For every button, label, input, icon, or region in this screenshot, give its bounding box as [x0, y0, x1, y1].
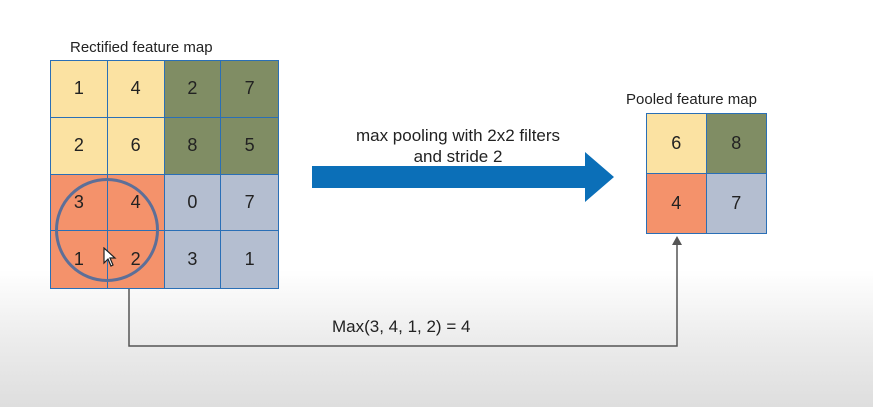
rectified-cell-0-0: 1 [51, 61, 108, 118]
arrow-label-line-1: max pooling with 2x2 filters [355, 126, 561, 145]
pooled-cell-0-1: 8 [706, 114, 766, 174]
arrow-label-line-2: and stride 2 [413, 147, 503, 166]
rectified-cell-1-1: 6 [107, 117, 165, 175]
rectified-cell-1-3: 5 [221, 117, 278, 175]
rectified-cell-1-0: 2 [51, 117, 108, 175]
pooling-arrow [312, 152, 614, 202]
rectified-cell-3-2: 3 [164, 231, 222, 288]
rectified-cell-0-1: 4 [107, 61, 165, 118]
pooled-cell-1-0: 4 [647, 173, 707, 233]
rectified-cell-1-2: 8 [164, 117, 222, 175]
pooled-cell-1-1: 7 [706, 173, 766, 233]
rectified-cell-2-1: 4 [107, 174, 165, 232]
pooled-map-title: Pooled feature map [626, 91, 757, 108]
connector-arrowhead [672, 236, 682, 245]
rectified-cell-2-0: 3 [51, 174, 108, 232]
rectified-cell-0-2: 2 [164, 61, 222, 118]
rectified-cell-0-3: 7 [221, 61, 278, 118]
pooled-cell-0-0: 6 [647, 114, 707, 174]
max-label: Max(3, 4, 1, 2) = 4 [332, 317, 471, 336]
rectified-cell-3-0: 1 [51, 231, 108, 288]
mouse-cursor-icon [103, 247, 117, 267]
rectified-cell-2-3: 7 [221, 174, 278, 232]
rectified-cell-2-2: 0 [164, 174, 222, 232]
rectified-cell-3-1: 2 [107, 231, 165, 288]
connector-line [128, 244, 678, 347]
rectified-cell-3-3: 1 [221, 231, 278, 288]
arrow-label: max pooling with 2x2 filters and stride … [318, 125, 598, 167]
rectified-map-title: Rectified feature map [70, 39, 213, 56]
